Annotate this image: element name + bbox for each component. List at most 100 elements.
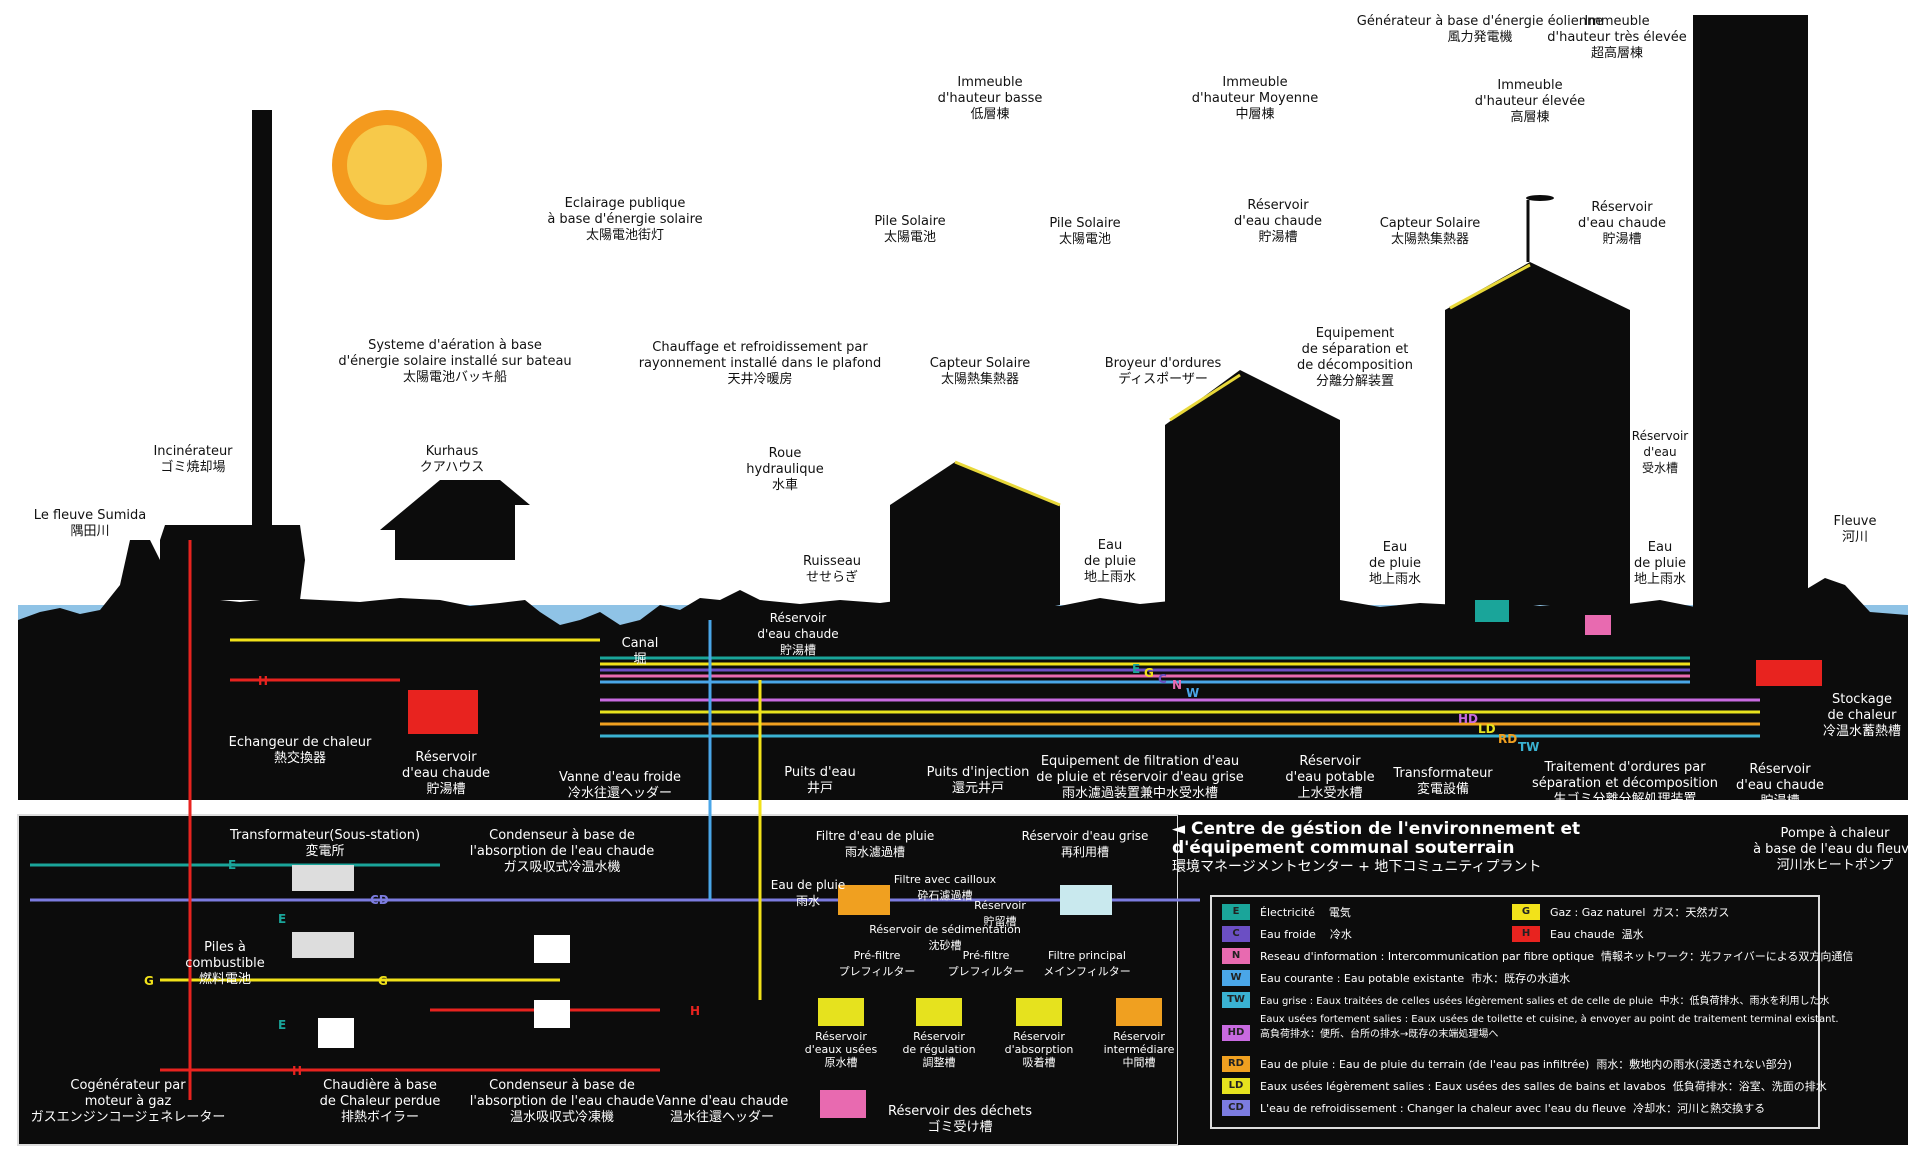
- pipe-label-w: W: [1186, 686, 1200, 700]
- rain-filter-tank: [838, 885, 890, 915]
- high-building-solar: [1449, 263, 1531, 310]
- label-separation-equip: Equipement de séparation et de décomposi…: [1297, 326, 1413, 389]
- kurhaus-hot-tank: [408, 690, 478, 734]
- hot-condenser-2-box: [534, 1000, 570, 1028]
- label-hot-condenser: Condenseur à base de l'absorption de l'e…: [469, 828, 655, 875]
- waste-tank-box: [820, 1090, 866, 1118]
- grey-water-tank: [1060, 885, 1112, 915]
- pipe-label-ld: LD: [1478, 722, 1496, 736]
- kurhaus-building: [380, 480, 530, 560]
- fuel-cell-box: [292, 932, 354, 958]
- incinerator: [160, 525, 305, 600]
- label-boat-aeration: Systeme d'aération à base d'énergie sola…: [338, 338, 572, 385]
- mid-building-solar: [1169, 373, 1241, 422]
- boiler-box: [318, 1018, 354, 1048]
- pipe-label-g-2: G: [144, 974, 154, 988]
- pipe-label-h: H: [258, 674, 269, 688]
- garbage-treatment-box: [1585, 615, 1611, 635]
- label-canal: Canal 堀: [621, 636, 659, 667]
- hot-condenser-box: [534, 935, 570, 963]
- high-building: [1445, 262, 1630, 605]
- bottom-title: ◄ Centre de géstion de l'environnement e…: [1172, 819, 1581, 876]
- pipe-label-c: C: [1158, 672, 1167, 686]
- label-hot-condenser-2: Condenseur à base de l'absorption de l'e…: [469, 1078, 655, 1125]
- absorption-tank-box: [1016, 998, 1062, 1026]
- label-rain-tank: Réservoir 貯留槽: [974, 899, 1026, 928]
- legend: E Électricité 電気 G Gaz : Gaz naturel ガス：…: [1210, 895, 1853, 1129]
- pipe-label-e-2: E: [228, 858, 237, 872]
- pipe-network: [30, 540, 1760, 1100]
- label-filtration: Equipement de filtration d'eau de pluie …: [1036, 754, 1244, 801]
- label-substation: Transformateur(Sous-station)変電所: [229, 828, 421, 859]
- pipe-label-n: N: [1172, 678, 1183, 692]
- transformer-box: [1475, 600, 1509, 622]
- label-gravel-filter: Filtre avec cailloux 砕石濾過槽: [893, 873, 997, 902]
- bottom-panel-right: [1178, 815, 1908, 1145]
- pipe-label-hd: HD: [1458, 712, 1479, 726]
- pipe-label-g-3: G: [378, 974, 388, 988]
- pipe-label-h-2: H: [292, 1064, 303, 1078]
- chimney: [252, 110, 272, 540]
- label-public-light: Eclairage publique à base d'énergie sola…: [547, 196, 703, 243]
- label-garbage-treatment: Traitement d'ordures par séparation et d…: [1531, 760, 1719, 807]
- label-heat-pump: Pompe à chaleur à base de l'eau du fleuv…: [1753, 826, 1917, 873]
- intermediate-tank-box: [1116, 998, 1162, 1026]
- label-ceiling-heating: Chauffage et refroidissement par rayonne…: [638, 340, 882, 387]
- pipe-label-cd: CD: [370, 893, 389, 907]
- sun-icon: [332, 110, 442, 220]
- very-high-building: [1693, 15, 1808, 620]
- pipe-label-e-3: E: [278, 912, 287, 926]
- low-building: [890, 462, 1060, 605]
- pipe-label-rd: RD: [1498, 732, 1518, 746]
- heat-storage-tank: [1756, 660, 1822, 686]
- regulation-tank: [916, 998, 962, 1026]
- pipe-label-e-4: E: [278, 1018, 287, 1032]
- pipe-label-tw: TW: [1518, 740, 1540, 754]
- label-waste-tank: Réservoir des déchets ゴミ受け槽: [888, 1104, 1032, 1135]
- mid-building: [1165, 370, 1340, 605]
- pipe-label-g: G: [1144, 666, 1154, 680]
- used-water-tank: [818, 998, 864, 1026]
